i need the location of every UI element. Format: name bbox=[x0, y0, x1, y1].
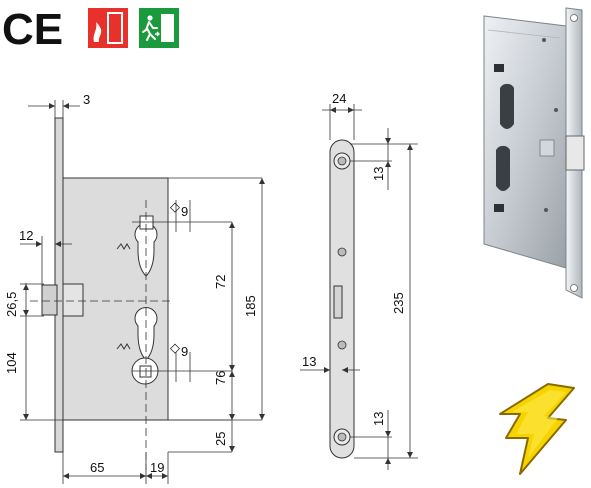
square-spindle-upper bbox=[139, 215, 154, 230]
dim-bottom-screw: 13 bbox=[371, 412, 386, 426]
dim-top-screw: 13 bbox=[371, 167, 386, 181]
dim-latch-offset: 26,5 bbox=[4, 292, 19, 317]
dim-cylinder-center: 19 bbox=[150, 460, 164, 475]
dim-backset-lower: 104 bbox=[4, 352, 19, 374]
screw-lower-mid bbox=[337, 340, 347, 350]
square-symbol-upper: ◇ bbox=[170, 199, 180, 214]
dim-plate-width: 24 bbox=[332, 91, 346, 106]
dim-plate-height: 235 bbox=[391, 292, 406, 314]
side-arrowheads bbox=[324, 107, 413, 464]
latch-housing bbox=[62, 283, 84, 317]
dim-lower-cyl-offset: 76 bbox=[213, 371, 228, 385]
square-symbol-lower: ◇ bbox=[170, 340, 180, 355]
ce-mark: CE bbox=[2, 5, 63, 54]
dim-square-lower: 9 bbox=[181, 344, 188, 359]
lightning-bolt-icon bbox=[499, 383, 575, 475]
dim-backset: 65 bbox=[90, 460, 104, 475]
screw-top bbox=[333, 152, 351, 170]
screw-bottom bbox=[333, 428, 351, 446]
side-view bbox=[329, 139, 355, 459]
dim-latch-center: 13 bbox=[302, 354, 316, 369]
certification-badges: CE bbox=[2, 5, 179, 54]
front-labels: 3 12 26,5 104 65 19 72 76 25 185 9 9 ◇ ◇ bbox=[4, 92, 258, 475]
front-arrowheads bbox=[23, 103, 265, 479]
fire-door-icon bbox=[88, 8, 128, 48]
screw-upper-mid bbox=[337, 247, 347, 257]
dim-case-height: 185 bbox=[243, 295, 258, 317]
dim-latch-projection: 12 bbox=[19, 228, 33, 243]
dim-square-upper: 9 bbox=[181, 204, 188, 219]
dim-cylinder-spacing: 72 bbox=[213, 275, 228, 289]
latch-bolt bbox=[41, 284, 58, 316]
mortise-lock-photo bbox=[483, 7, 585, 299]
dim-faceplate-thickness: 3 bbox=[83, 92, 90, 107]
side-dimensions bbox=[300, 104, 418, 470]
emergency-exit-icon bbox=[139, 8, 179, 48]
side-labels: 24 13 235 13 13 bbox=[302, 91, 406, 426]
side-latch-slot bbox=[333, 285, 343, 319]
dim-bottom-offset: 25 bbox=[213, 432, 228, 446]
front-view bbox=[30, 117, 262, 470]
